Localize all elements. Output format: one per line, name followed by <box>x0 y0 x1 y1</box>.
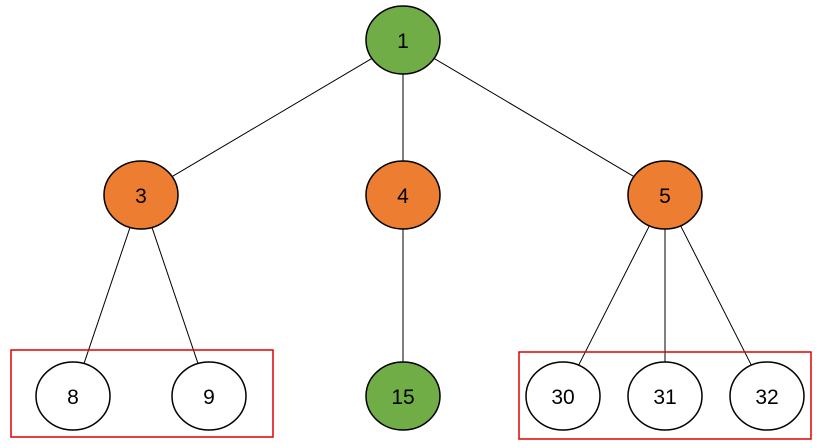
node-5: 5 <box>627 160 703 230</box>
node-8-label: 8 <box>67 386 79 409</box>
node-3: 3 <box>103 160 179 230</box>
node-31: 31 <box>627 361 703 431</box>
node-15-label: 15 <box>391 386 414 409</box>
edge-1-5 <box>433 57 635 178</box>
highlight-box-left <box>10 349 274 438</box>
node-32: 32 <box>729 361 805 431</box>
node-9-label: 9 <box>203 386 215 409</box>
highlight-box-right <box>518 351 812 440</box>
node-8: 8 <box>35 361 111 431</box>
node-30-circle <box>525 361 601 431</box>
node-5-circle <box>627 160 703 230</box>
node-3-label: 3 <box>135 185 147 208</box>
node-1: 1 <box>365 5 441 75</box>
node-9-circle <box>171 361 247 431</box>
node-30-label: 30 <box>551 386 574 409</box>
nodes-layer: 1 3 4 5 8 9 15 30 31 32 <box>35 5 805 431</box>
node-15-circle <box>365 361 441 431</box>
edge-5-30 <box>578 225 650 366</box>
edges-layer <box>83 57 752 366</box>
node-4-circle <box>365 160 441 230</box>
node-15: 15 <box>365 361 441 431</box>
edge-1-3 <box>171 57 373 178</box>
node-5-label: 5 <box>659 185 671 208</box>
node-32-label: 32 <box>755 386 778 409</box>
edge-3-9 <box>151 227 199 364</box>
edge-5-32 <box>680 225 752 366</box>
node-30: 30 <box>525 361 601 431</box>
node-32-circle <box>729 361 805 431</box>
node-4: 4 <box>365 160 441 230</box>
node-1-circle <box>365 5 441 75</box>
node-9: 9 <box>171 361 247 431</box>
node-31-label: 31 <box>653 386 676 409</box>
edge-3-8 <box>83 227 131 364</box>
node-31-circle <box>627 361 703 431</box>
node-8-circle <box>35 361 111 431</box>
boxes-layer <box>10 349 812 440</box>
node-1-label: 1 <box>397 30 409 53</box>
node-4-label: 4 <box>397 185 409 208</box>
node-3-circle <box>103 160 179 230</box>
